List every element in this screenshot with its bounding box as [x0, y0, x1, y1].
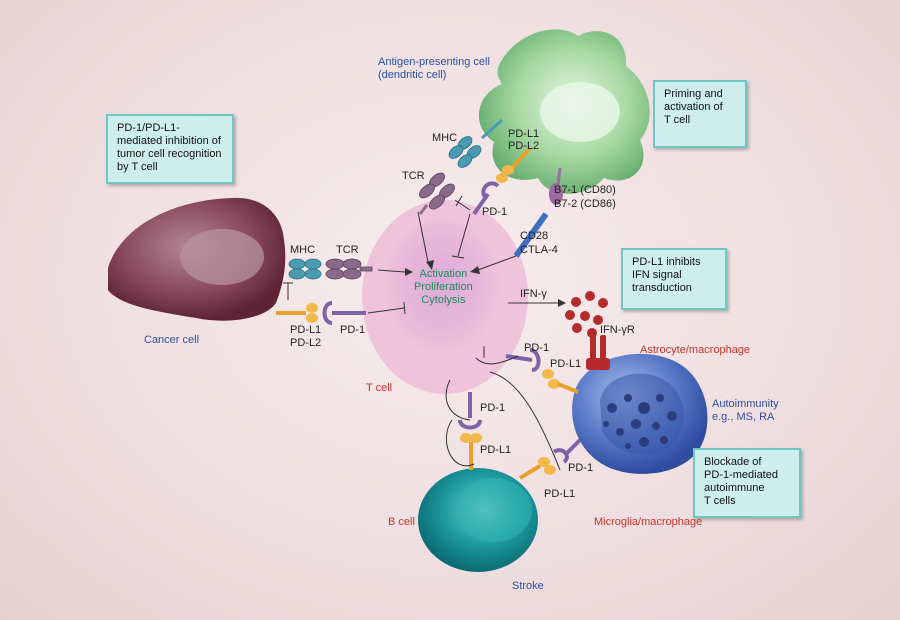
cd28-molecule [513, 212, 549, 258]
box-tumor-line: by T cell [117, 161, 158, 173]
box-ifn-line: IFN signal [632, 269, 682, 281]
mhc-left-molecule [288, 258, 322, 280]
box-blockade-line: Blockade of [704, 456, 762, 468]
b7-1-label: B7-1 (CD80) [554, 184, 616, 196]
apc-cell [478, 29, 650, 194]
tcr-left-molecule [325, 258, 373, 280]
mhc-top-label: MHC [432, 132, 458, 144]
stroke-label: Stroke [512, 580, 544, 592]
ifn-gamma-molecules [565, 291, 608, 338]
box-priming: Priming and activation of T cell [653, 80, 747, 148]
cd28-label: CD28 [520, 230, 549, 242]
box-ifn-line: transduction [632, 282, 692, 294]
t-cell-label: T cell [366, 382, 393, 394]
cancer-cell-label: Cancer cell [144, 334, 200, 346]
b-cell-label: B cell [388, 516, 415, 528]
cancer-cell [108, 197, 286, 321]
mhc-top-molecule [448, 118, 504, 168]
b7-molecule [549, 167, 563, 205]
pd1-left-label: PD-1 [340, 324, 366, 336]
pdl1-micro-molecule [518, 457, 556, 480]
box-blockade-line: autoimmune [704, 482, 765, 494]
box-priming-line: T cell [664, 114, 691, 126]
box-tumor-inhibition: PD-1/PD-L1- mediated inhibition of tumor… [106, 114, 234, 184]
pd1-top-molecule [472, 181, 500, 216]
box-blockade-line: T cells [704, 495, 736, 507]
pd1-astro-molecule [505, 348, 541, 372]
pd1-top-label: PD-1 [482, 206, 508, 218]
b-cell [418, 468, 538, 572]
microglia-label: Microglia/macrophage [594, 516, 703, 528]
autoimmunity-label: Autoimmunity e.g., MS, RA [712, 398, 779, 423]
box-ifn-inhibition: PD-L1 inhibits IFN signal transduction [621, 248, 727, 310]
ctla4-label: CTLA-4 [520, 244, 558, 256]
t-cell [362, 200, 528, 394]
astrocyte-cell [572, 353, 708, 474]
box-tumor-line: tumor cell recognition [117, 148, 222, 160]
pd1-micro-label: PD-1 [568, 462, 594, 474]
signal-arrows [367, 195, 561, 471]
pdl1-top-label: PD-L1 [508, 128, 540, 140]
apc-label: Antigen-presenting cell (dendritic cell) [378, 56, 490, 81]
ifng-label: IFN-γ [520, 288, 547, 300]
pdl1-micro-label: PD-L1 [544, 488, 576, 500]
pdl2-left-label: PD-L2 [290, 337, 322, 349]
pdl1-left-label: PD-L1 [290, 324, 322, 336]
pdl1-bcell-molecule [460, 433, 482, 470]
pd1-astro-label: PD-1 [524, 342, 550, 354]
tcr-top-molecule [418, 172, 456, 215]
box-priming-line: Priming and [664, 88, 723, 100]
box-tumor-line: mediated inhibition of [117, 135, 221, 147]
pd1-micro-molecule [552, 438, 582, 464]
pd1-left-molecule [322, 301, 366, 325]
ifngr-receptor [586, 335, 610, 370]
pdl1-top-molecule [496, 146, 532, 183]
pd1-bcell-label: PD-1 [480, 402, 506, 414]
pdl1-astro-label: PD-L1 [550, 358, 582, 370]
cancer-inhibit-mark [283, 282, 293, 300]
pd1-bcell-molecule [458, 392, 482, 430]
astrocyte-label: Astrocyte/macrophage [640, 344, 751, 356]
b7-2-label: B7-2 (CD86) [554, 198, 616, 210]
box-blockade: Blockade of PD-1-mediated autoimmune T c… [693, 448, 801, 518]
box-blockade-line: PD-1-mediated [704, 469, 778, 481]
ifngr-label: IFN-γR [600, 324, 635, 336]
tcr-top-label: TCR [402, 170, 425, 182]
box-priming-line: activation of [664, 101, 723, 113]
tcell-center-text: Activation Proliferation Cytolysis [414, 268, 473, 306]
tcr-left-label: TCR [336, 244, 359, 256]
pdl1-left-molecule [276, 303, 318, 323]
pdl1-bcell-label: PD-L1 [480, 444, 512, 456]
box-ifn-line: PD-L1 inhibits [632, 256, 701, 268]
pdl2-top-label: PD-L2 [508, 140, 540, 152]
box-tumor-line: PD-1/PD-L1- [117, 122, 180, 134]
mhc-left-label: MHC [290, 244, 316, 256]
pdl1-astro-molecule [542, 369, 579, 394]
